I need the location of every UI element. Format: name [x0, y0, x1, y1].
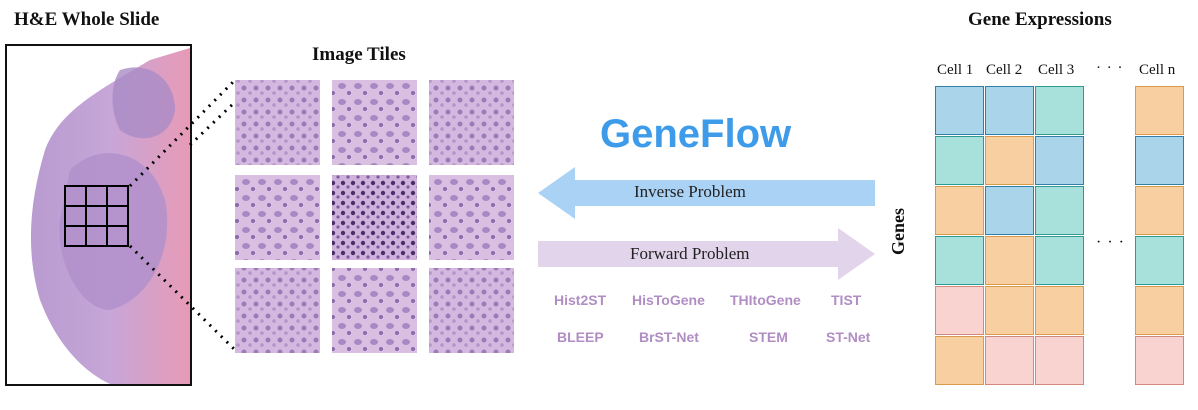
- matrix-cell: [985, 236, 1034, 285]
- gene-expression-matrix: [935, 86, 1185, 386]
- matrix-cell: [1035, 236, 1084, 285]
- matrix-cell: [935, 86, 984, 135]
- matrix-cell: [1135, 86, 1184, 135]
- matrix-cell: [1035, 286, 1084, 335]
- inverse-problem-label: Inverse Problem: [634, 182, 746, 201]
- matrix-cell: [1035, 336, 1084, 385]
- cell-label: Cell n: [1139, 62, 1176, 78]
- matrix-cell: [1035, 136, 1084, 185]
- matrix-cell: [1135, 236, 1184, 285]
- geneflow-logo: GeneFlow: [600, 112, 792, 156]
- slide-title: H&E Whole Slide: [14, 9, 160, 30]
- matrix-cell: [1035, 86, 1084, 135]
- matrix-cell: [985, 86, 1034, 135]
- cell-label: Cell 2: [986, 62, 1023, 78]
- columns-ellipsis: · · ·: [1096, 234, 1125, 251]
- forward-problem-label: Forward Problem: [630, 244, 750, 263]
- method-label: THItoGene: [730, 292, 801, 308]
- matrix-cell: [1135, 186, 1184, 235]
- image-tiles-grid: [235, 80, 514, 353]
- matrix-cell: [1135, 336, 1184, 385]
- genes-axis-label: Genes: [888, 208, 908, 255]
- method-label: BrST-Net: [639, 329, 699, 345]
- expression-title: Gene Expressions: [968, 9, 1112, 30]
- forward-arrow: [538, 228, 875, 280]
- method-label: HisToGene: [632, 292, 705, 308]
- cell-label: Cell 3: [1038, 62, 1075, 78]
- method-label: BLEEP: [557, 329, 604, 345]
- matrix-cell: [935, 136, 984, 185]
- matrix-cell: [985, 186, 1034, 235]
- matrix-cell: [985, 136, 1034, 185]
- matrix-cell: [935, 186, 984, 235]
- matrix-cell: [985, 286, 1034, 335]
- matrix-cell: [1135, 286, 1184, 335]
- matrix-cell: [985, 336, 1034, 385]
- cells-ellipsis: · · ·: [1096, 60, 1124, 76]
- matrix-cell: [1135, 136, 1184, 185]
- method-label: ST-Net: [826, 329, 871, 345]
- method-label: STEM: [749, 329, 788, 345]
- tiles-title: Image Tiles: [312, 44, 406, 65]
- method-label: Hist2ST: [554, 292, 607, 308]
- matrix-cell: [935, 286, 984, 335]
- matrix-cell: [935, 336, 984, 385]
- matrix-cell: [1035, 186, 1084, 235]
- cell-label: Cell 1: [937, 62, 974, 78]
- inverse-arrow: [538, 167, 875, 219]
- method-label: TIST: [831, 292, 862, 308]
- matrix-cell: [935, 236, 984, 285]
